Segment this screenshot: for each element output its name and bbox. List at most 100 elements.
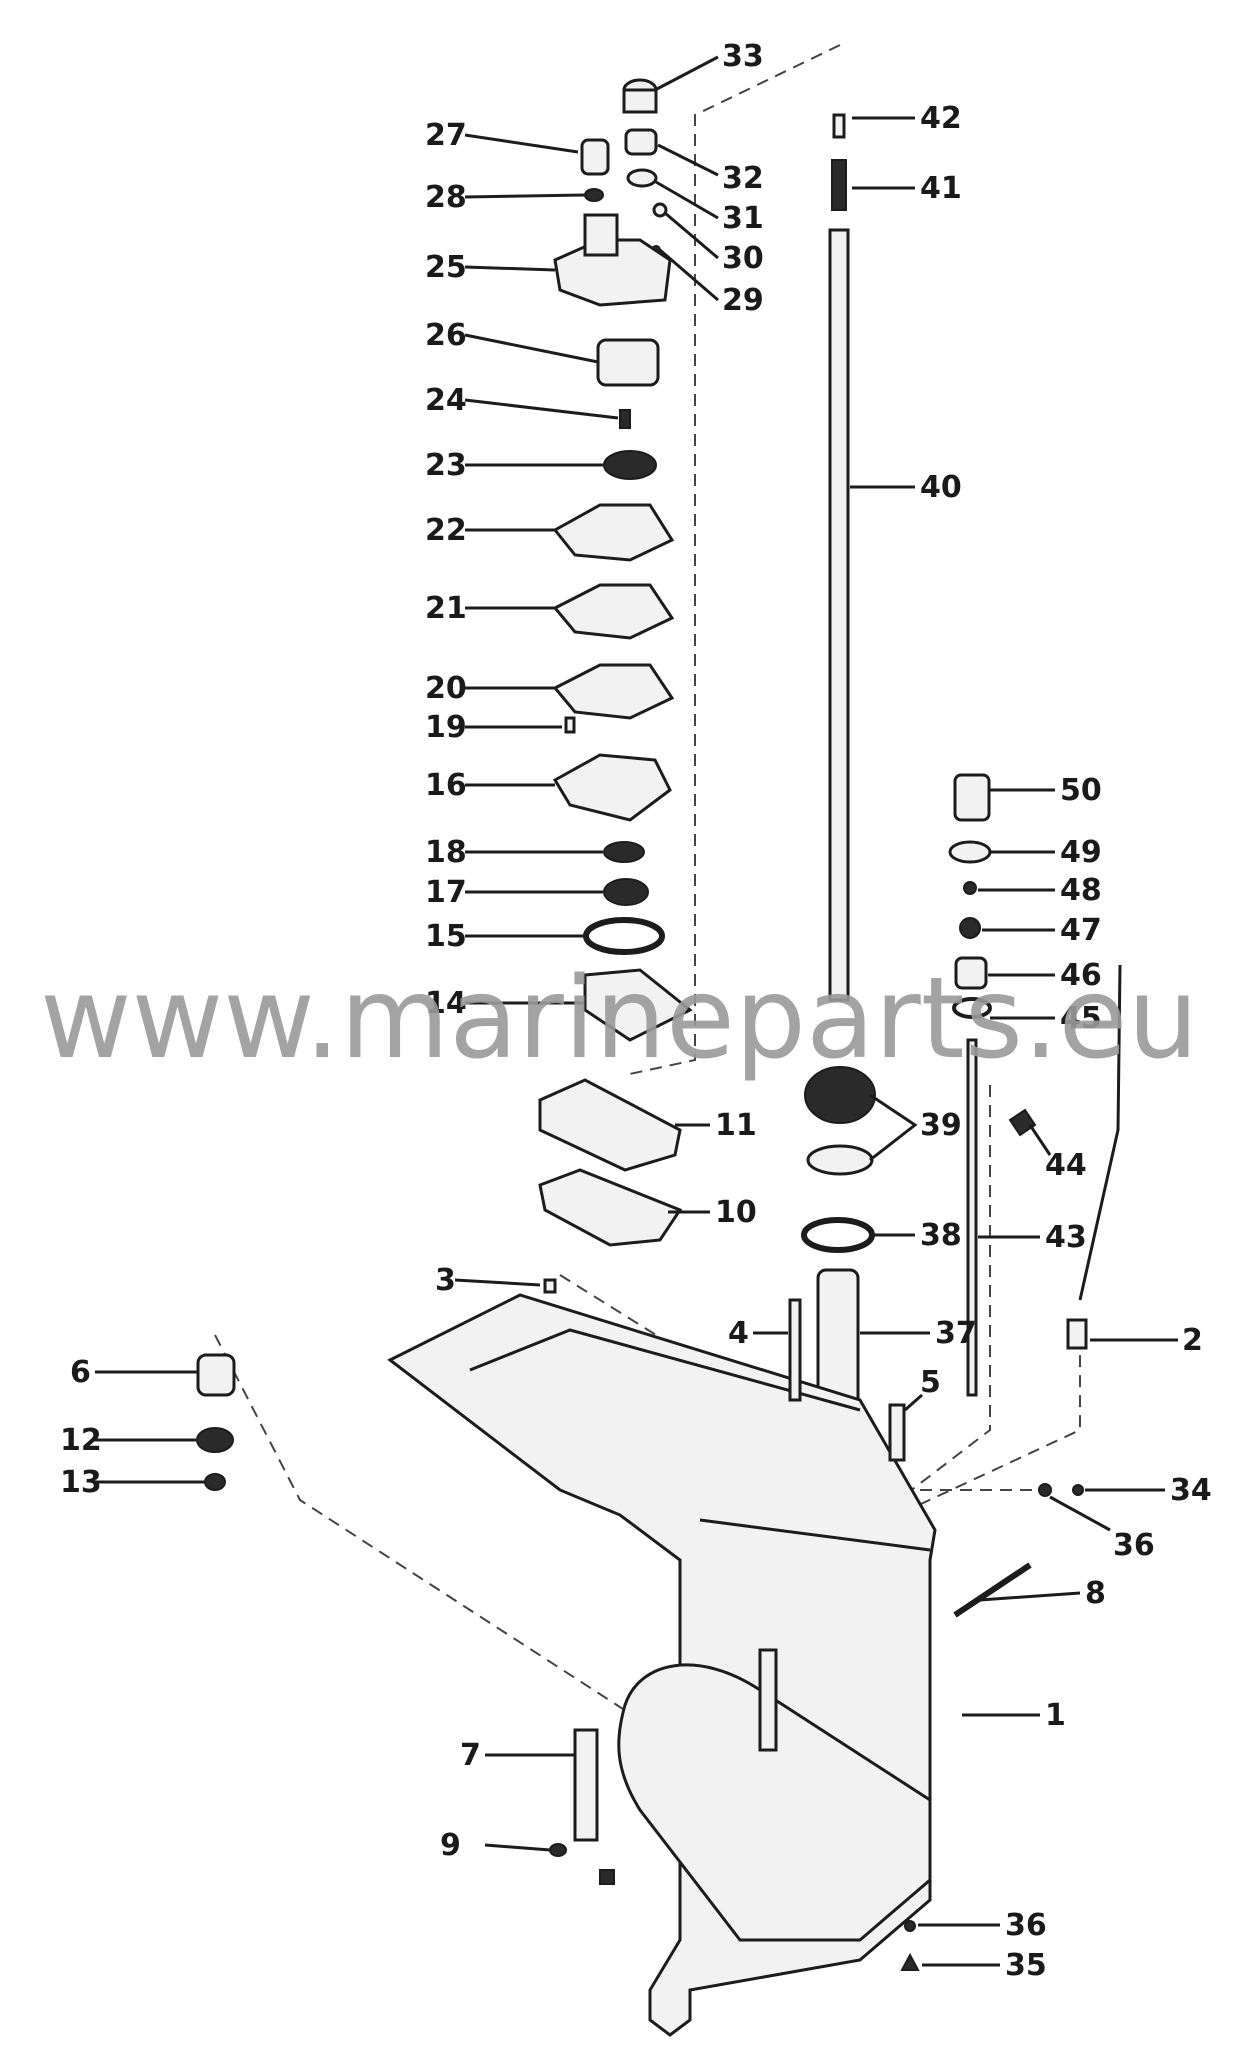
part-48 [963,881,977,895]
part-38 [801,1217,875,1253]
callout-34: 34 [1170,1473,1212,1508]
part-10 [538,1168,683,1247]
part-8 [953,1562,1032,1618]
part-44 [1008,1108,1037,1137]
part-43 [966,1038,978,1397]
alignment-lines [214,44,1081,1721]
callout-29: 29 [722,283,764,318]
part-23 [603,450,657,480]
part-4 [788,1298,802,1402]
callout-4: 4 [728,1316,749,1351]
part-46 [954,956,988,990]
callout-13: 13 [60,1465,102,1500]
callout-33: 33 [722,39,764,74]
part-18 [603,841,645,863]
callout-18: 18 [425,835,467,870]
part-21 [552,583,675,640]
part-1-mark [599,1869,615,1885]
part-47 [959,917,981,939]
callout-6: 6 [70,1355,91,1390]
callout-43: 43 [1045,1220,1087,1255]
part-25-tube [583,213,619,257]
part-20 [552,663,675,720]
part-5 [888,1403,906,1462]
callout-41: 41 [920,171,962,206]
shift-assembly [948,773,1122,1397]
callout-19: 19 [425,710,467,745]
part-1-edge [469,1328,861,1412]
callout-38: 38 [920,1218,962,1253]
callout-20: 20 [425,671,467,706]
callout-1: 1 [1045,1698,1066,1733]
callout-17: 17 [425,875,467,910]
callout-35: 35 [1005,1948,1047,1983]
callout-42: 42 [920,101,962,136]
callout-25: 25 [425,250,467,285]
watermark-text: www.marineparts.eu [40,954,1198,1084]
part-31 [626,168,658,188]
callout-22: 22 [425,513,467,548]
callout-24: 24 [425,383,467,418]
part-28 [584,188,604,202]
part-15 [583,917,665,955]
callout-48: 48 [1060,873,1102,908]
water-pump-assembly [538,78,693,1247]
part-33-body [622,88,658,114]
callout-9: 9 [440,1828,461,1863]
part-1-window [758,1648,778,1752]
part-26 [596,338,660,387]
callout-37: 37 [935,1316,977,1351]
part-45 [952,997,992,1019]
callout-49: 49 [1060,835,1102,870]
part-17 [603,878,649,906]
part-42 [832,113,846,139]
callout-labels: 33 42 41 27 32 28 31 30 25 29 26 24 40 2… [60,39,1212,1983]
part-3 [543,1278,557,1294]
part-7 [573,1728,599,1842]
callout-8: 8 [1085,1576,1106,1611]
part-39-gear [804,1066,876,1124]
callout-27: 27 [425,118,467,153]
callout-21: 21 [425,591,467,626]
leader-lines [95,55,1178,1967]
callout-47: 47 [1060,913,1102,948]
left-components [196,1353,236,1491]
callout-32: 32 [722,161,764,196]
callout-11: 11 [715,1108,757,1143]
callout-15: 15 [425,919,467,954]
part-27 [580,138,610,176]
part-35 [900,1952,920,1971]
callout-46: 46 [1060,958,1102,993]
callout-3: 3 [435,1263,456,1298]
part-39-bearing [806,1144,874,1176]
callout-30: 30 [722,241,764,276]
part-22 [552,503,675,562]
driveshaft-assembly [801,113,876,1422]
part-30 [652,202,668,218]
callout-36-lower: 36 [1005,1908,1047,1943]
callout-7: 7 [460,1738,481,1773]
part-2-cable [1078,964,1122,1301]
callout-31: 31 [722,201,764,236]
part-6 [196,1353,236,1397]
callout-26: 26 [425,318,467,353]
callout-28: 28 [425,180,467,215]
part-1-torpedo [617,1663,932,1942]
callout-50: 50 [1060,773,1102,808]
gear-housing [387,1278,1084,2037]
callout-10: 10 [715,1195,757,1230]
callout-45: 45 [1060,1001,1102,1036]
callout-23: 23 [425,448,467,483]
part-50 [953,773,991,822]
callout-40: 40 [920,470,962,505]
part-24 [619,409,631,429]
part-19 [564,716,576,734]
part-41 [831,159,847,211]
part-40 [828,228,850,1002]
part-32 [624,128,658,156]
callout-16: 16 [425,768,467,803]
callout-2: 2 [1182,1323,1203,1358]
callout-44: 44 [1045,1148,1087,1183]
part-36b-dot [904,1920,916,1932]
